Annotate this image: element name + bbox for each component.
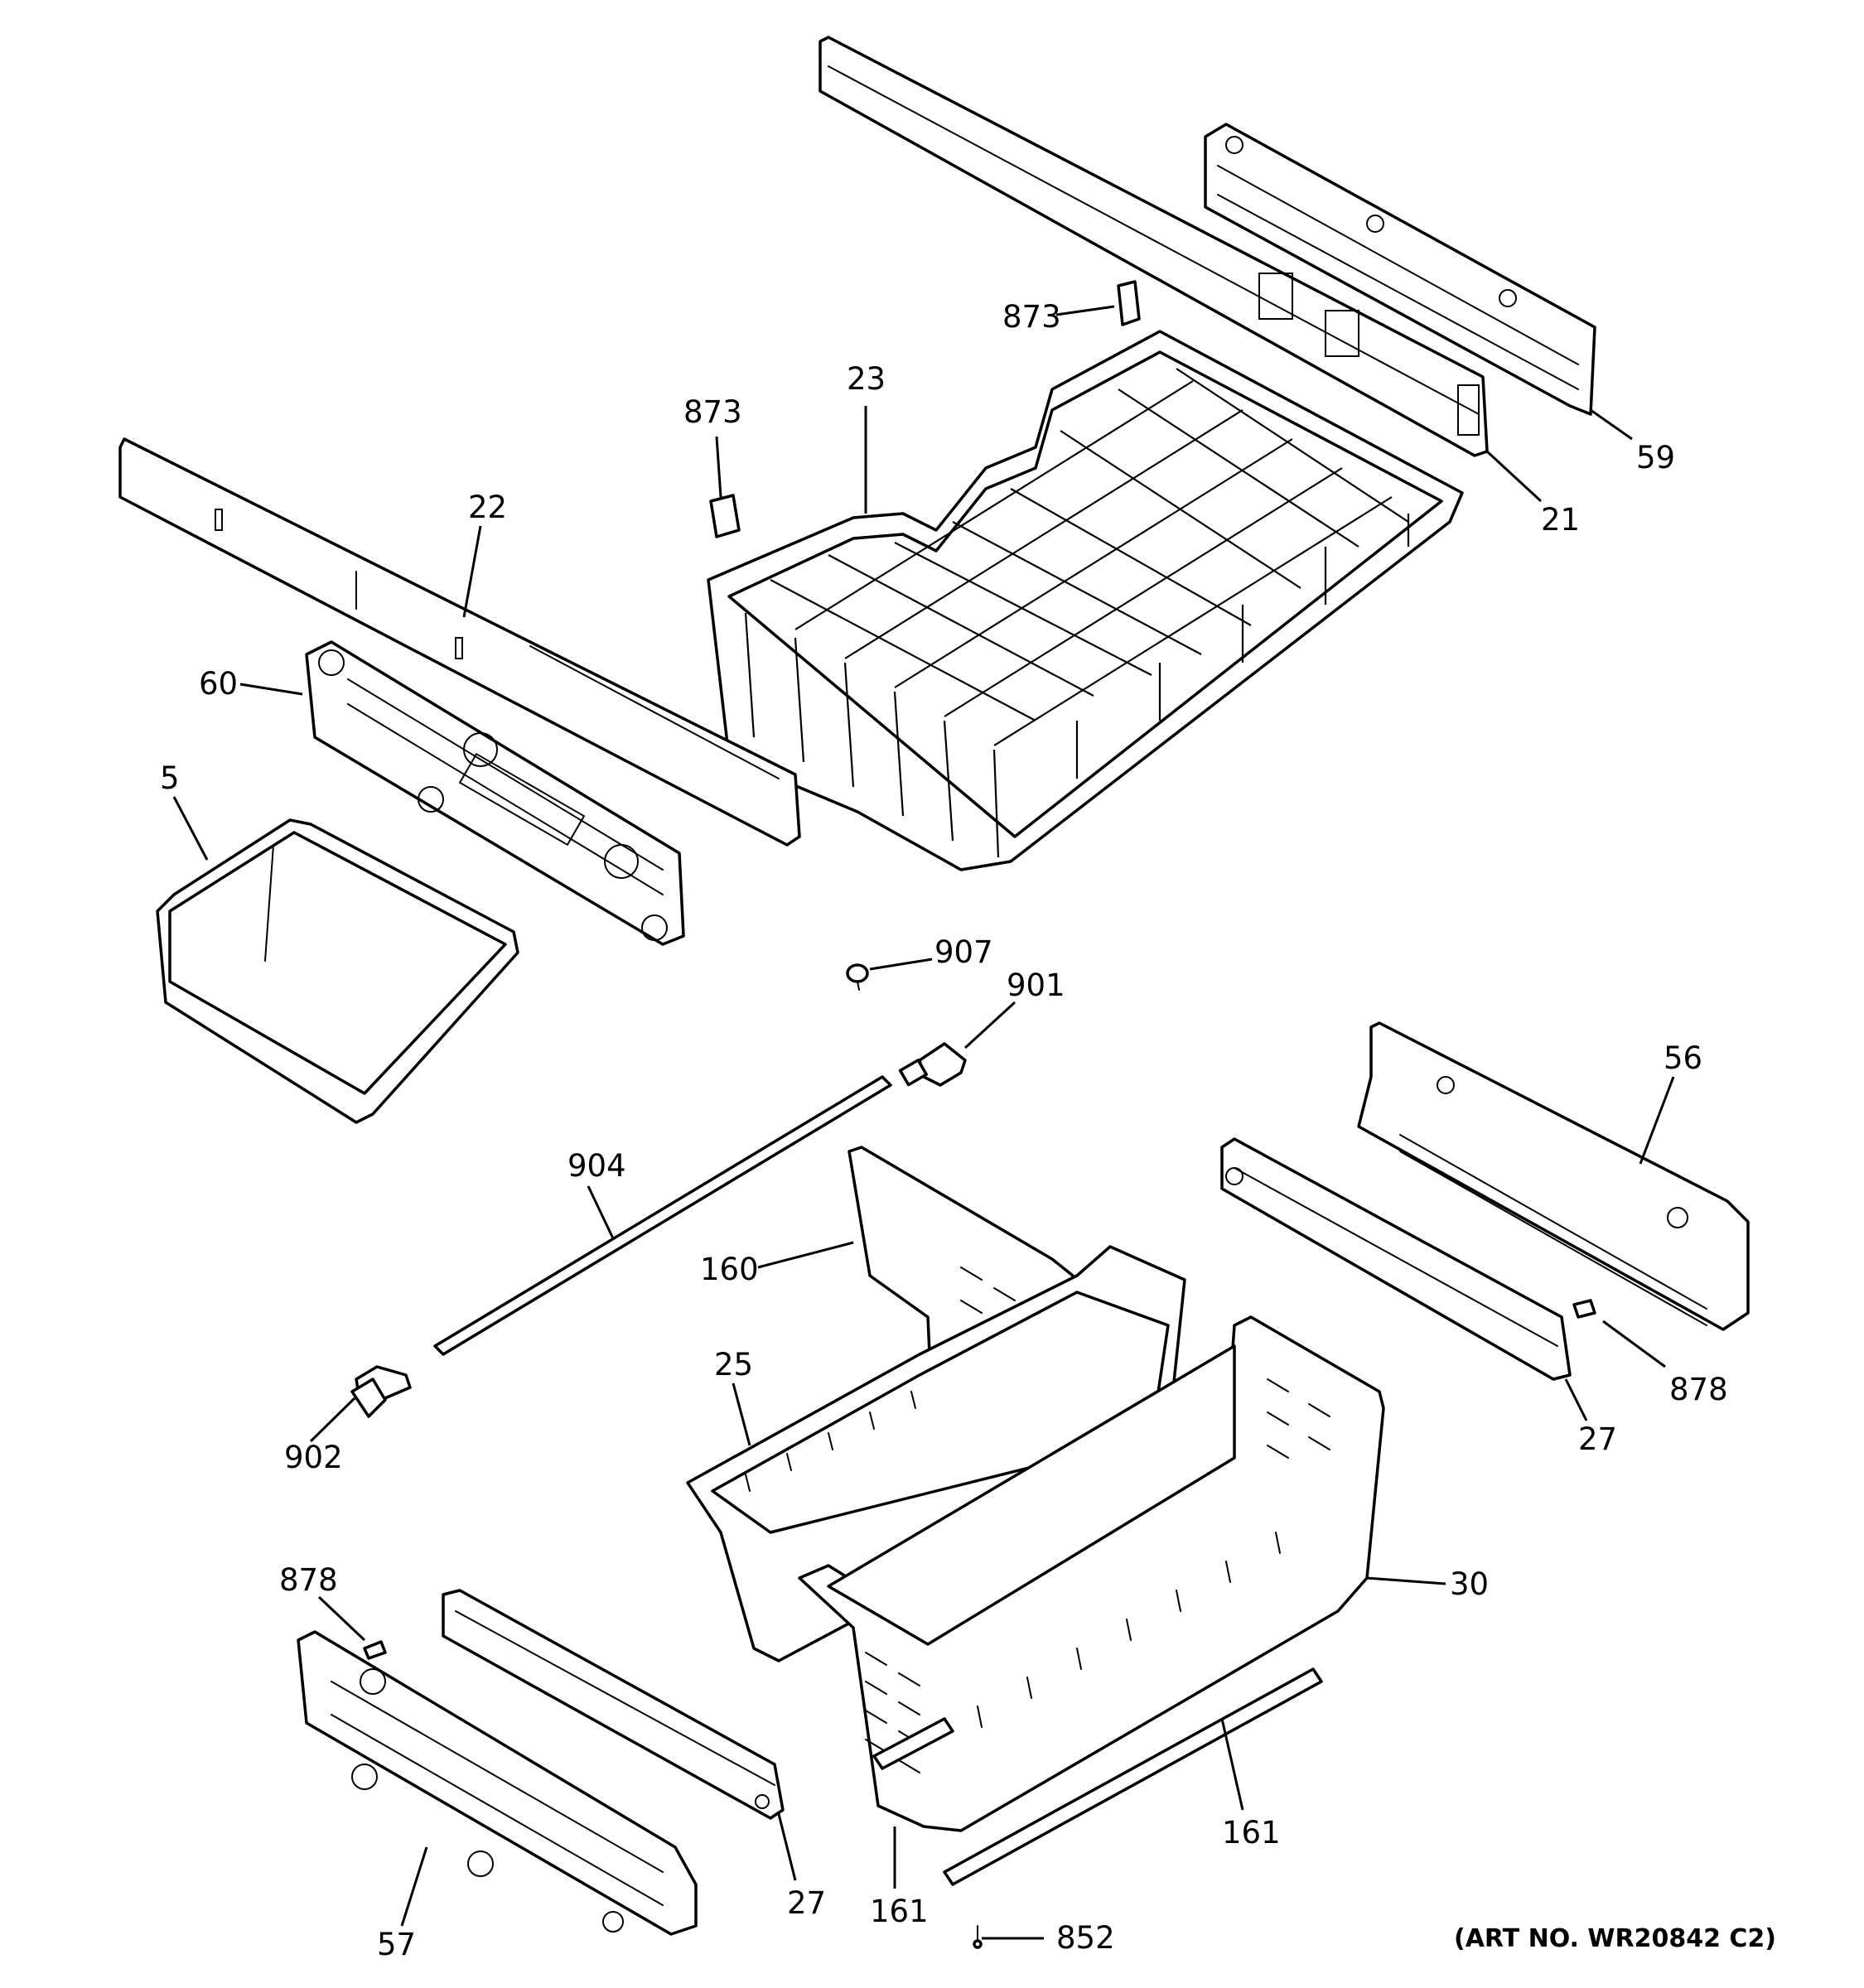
leader-21 [1485, 450, 1543, 503]
wire-grid [770, 368, 1409, 746]
leader-57 [400, 1846, 428, 1927]
callout-901: 901 [1007, 967, 1065, 1003]
leader-907 [869, 958, 933, 971]
leader-27-right [1564, 1378, 1588, 1421]
callout-labels: 873 59 21 23 873 22 60 5 907 901 56 904 … [160, 299, 1728, 1962]
callout-57: 57 [377, 1927, 416, 1962]
part-161-strip-right [943, 1667, 1323, 1886]
callout-873-top: 873 [1002, 299, 1061, 335]
part-21-slide-rail [819, 36, 1489, 457]
basket-25-slots [745, 1391, 916, 1492]
callout-21: 21 [1541, 502, 1580, 538]
basket-30-slots [865, 1378, 1330, 1773]
leader-22 [462, 525, 482, 618]
leader-lines [172, 305, 1675, 1940]
leader-901 [963, 1001, 1017, 1049]
part-22-left-rail [118, 437, 801, 847]
leader-160 [757, 1241, 854, 1269]
leader-878-right [1602, 1320, 1666, 1368]
callout-852: 852 [1056, 1920, 1115, 1956]
leader-873-left [715, 436, 722, 498]
callout-161-right: 161 [1222, 1815, 1281, 1850]
part-23-wire-basket [707, 330, 1464, 871]
part-902-fitting [350, 1365, 412, 1418]
leader-161-right [1220, 1718, 1244, 1811]
callout-878-right: 878 [1669, 1372, 1728, 1407]
callout-904: 904 [567, 1148, 626, 1184]
callout-25: 25 [714, 1347, 753, 1382]
part-59-rail-bracket [1204, 123, 1596, 416]
part-878-screw-left [363, 1640, 387, 1660]
callout-27-bottom: 27 [787, 1885, 826, 1921]
leader-873-top [1055, 305, 1115, 316]
leader-56 [1639, 1076, 1675, 1165]
callout-161-left: 161 [870, 1894, 929, 1929]
part-5-small-bin [156, 818, 519, 1124]
part-57-lower-bracket [297, 1630, 698, 1936]
leader-60 [239, 683, 303, 696]
leader-27-bottom [777, 1813, 797, 1881]
leader-30 [1366, 1576, 1446, 1585]
part-904-rod [433, 1075, 892, 1356]
part-878-screw-right [1572, 1299, 1596, 1319]
callout-5: 5 [160, 760, 180, 796]
part-30-front-basket [798, 1315, 1385, 1832]
leader-5 [172, 796, 209, 861]
leader-25 [732, 1382, 751, 1446]
callout-907: 907 [934, 934, 993, 970]
part-907-screw [846, 963, 869, 991]
callout-902: 902 [284, 1440, 343, 1475]
part-56-right-bracket [1357, 1021, 1750, 1331]
part-901-fitting [898, 1042, 967, 1087]
callout-30: 30 [1450, 1566, 1489, 1602]
callout-60: 60 [199, 666, 238, 702]
part-873-clip-top [1117, 280, 1141, 326]
callout-23: 23 [847, 361, 886, 397]
art-number: (ART NO. WR20842 C2) [1454, 1924, 1776, 1953]
leader-878-left [317, 1595, 366, 1642]
part-27-lower-slide [442, 1589, 785, 1820]
part-161-strip-left [872, 1717, 954, 1770]
callout-160: 160 [700, 1252, 759, 1287]
leader-902 [309, 1397, 356, 1443]
part-27-right-slide [1220, 1137, 1572, 1381]
callout-22: 22 [468, 490, 507, 525]
leader-59 [1590, 408, 1633, 441]
part-60-left-bracket [305, 640, 685, 946]
leader-904 [587, 1185, 615, 1239]
callout-27-right: 27 [1578, 1421, 1617, 1457]
callout-59: 59 [1636, 440, 1675, 475]
part-852-screw [973, 1925, 983, 1949]
callout-878-left: 878 [279, 1562, 338, 1598]
callout-56: 56 [1664, 1040, 1702, 1076]
callout-873-left: 873 [683, 394, 742, 430]
part-873-clip-left [709, 494, 741, 538]
wire-side-grid [744, 514, 1410, 858]
